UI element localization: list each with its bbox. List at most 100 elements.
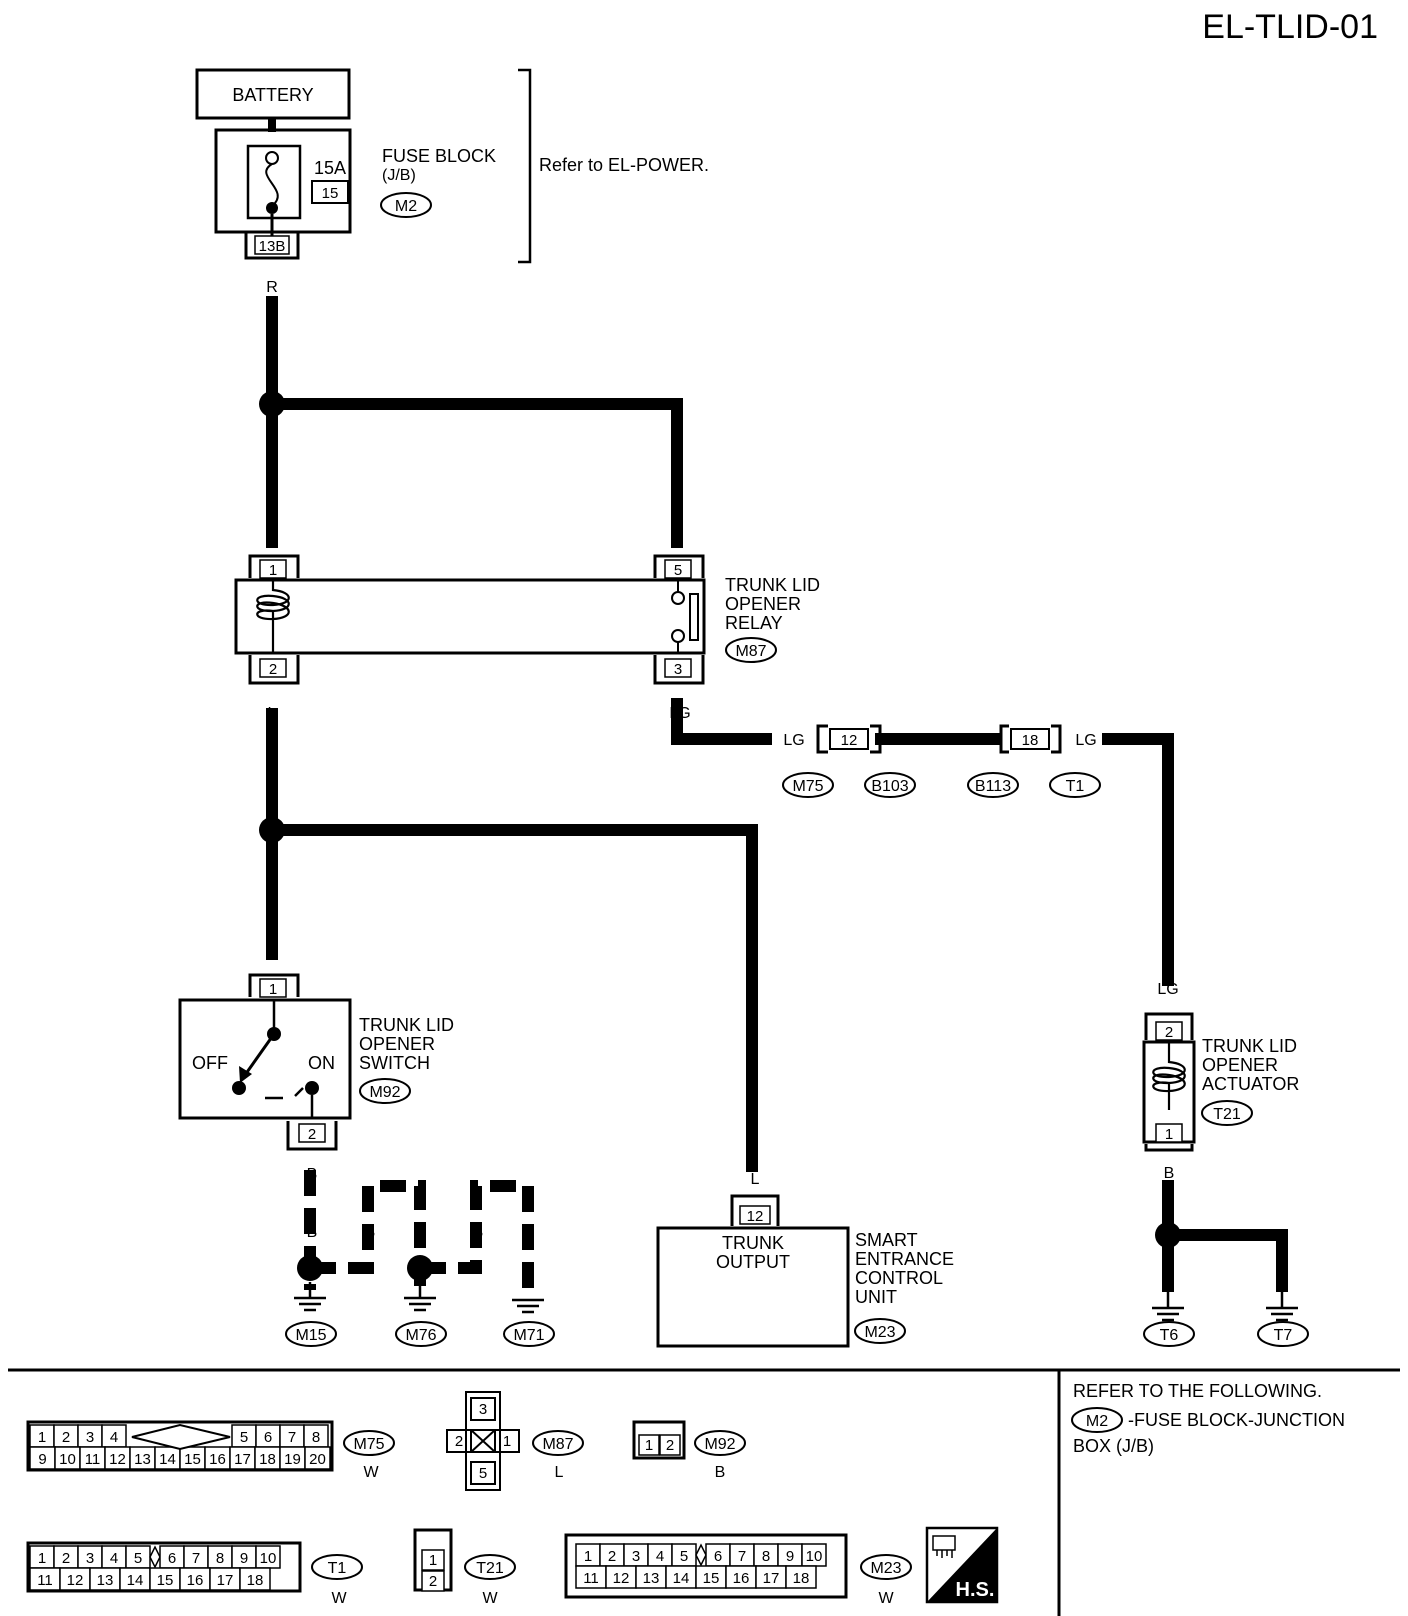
svg-text:5: 5 (479, 1465, 487, 1482)
connector-pin-number: 11 (583, 1570, 599, 1587)
fuse-block-connector-id: M2 (395, 198, 417, 215)
control-unit-pin: 12 (747, 1208, 764, 1225)
connector-pin-number: 11 (37, 1572, 53, 1589)
control-unit-label-1: SMART (855, 1230, 918, 1250)
connector-key-icon (695, 1543, 707, 1567)
wire-color-lg-3: LG (891, 732, 912, 749)
control-unit-pin-box (739, 1205, 771, 1225)
switch-lever (243, 1033, 276, 1076)
connector-oval-b103 (864, 772, 916, 798)
ground-oval-m15 (285, 1321, 337, 1347)
connector-pin-number: 5 (680, 1548, 688, 1565)
switch-lever-arrow (239, 1066, 252, 1083)
wire-color-r-3: R (671, 519, 683, 536)
connector-pin-cell (239, 1567, 271, 1591)
ground-id-m15: M15 (295, 1327, 326, 1344)
wire-color-b-9: B (1278, 1273, 1289, 1290)
wire-color-l-2: L (268, 940, 277, 957)
connector-view-color-t1: W (331, 1590, 347, 1607)
connector-pin-number: 11 (85, 1451, 101, 1468)
ground-symbol-m71 (512, 1298, 544, 1314)
connector-pin-number: 12 (613, 1570, 630, 1587)
actuator-pin-1: 1 (1165, 1126, 1173, 1143)
actuator-label-1: TRUNK LID (1202, 1036, 1297, 1056)
connector-view-oval-m75 (343, 1430, 395, 1456)
ground-symbol-m76 (404, 1282, 436, 1312)
connector-view-oval-t1 (311, 1554, 363, 1580)
connector-view-m87: 3 2 1 5 (446, 1391, 520, 1491)
ground-id-m76: M76 (405, 1327, 436, 1344)
relay-connector-oval (725, 637, 777, 663)
connector-view-oval-m87 (532, 1430, 584, 1456)
relay-label-3: RELAY (725, 613, 783, 633)
fuse-terminal-top (265, 151, 279, 165)
connector-pin-cell (304, 1446, 331, 1470)
fuse-number: 15 (322, 185, 339, 202)
connector-view-id-t1: T1 (328, 1560, 347, 1577)
connector-view-color-m75: W (363, 1464, 379, 1481)
connector-view-id-m23: M23 (870, 1560, 901, 1577)
connector-pin-number: 6 (714, 1548, 722, 1565)
wire-color-b-3: B (365, 1224, 376, 1241)
connector-pin-number: 17 (234, 1451, 251, 1468)
wire-color-b-5: B (473, 1224, 484, 1241)
relay-switch-blade (689, 593, 699, 641)
power-reference-bracket (518, 68, 532, 264)
connector-pin-number: 1 (584, 1548, 592, 1565)
connector-pin-number: 1 (38, 1429, 46, 1446)
connector-pin-number: 2 (608, 1548, 616, 1565)
wire-inline-t1-to-actuator (1102, 733, 1174, 986)
wire-ground-jumper-2 (420, 1180, 534, 1300)
connector-pin-cell (785, 1565, 817, 1589)
connector-pin-number: 7 (738, 1548, 746, 1565)
actuator-connector-oval (1201, 1100, 1253, 1126)
relay-pin-5: 5 (674, 562, 682, 579)
connector-view-color-t21: W (482, 1590, 498, 1607)
control-unit-connector-oval (854, 1318, 906, 1344)
fuse-block-label-jb: (J/B) (382, 167, 416, 184)
control-unit-inner-label-1: TRUNK (722, 1233, 784, 1253)
connector-view-id-m92: M92 (704, 1436, 735, 1453)
connector-id-b103: B103 (871, 778, 908, 795)
fuse-terminal-bottom (266, 202, 278, 214)
switch-pin-2-box (298, 1123, 326, 1143)
wire-color-b-7: B (1164, 1165, 1175, 1182)
battery-label: BATTERY (232, 85, 313, 105)
connector-pin-number: 8 (216, 1550, 224, 1567)
inline-connector-t1-pin: 18 (1022, 732, 1039, 749)
connector-view-oval-t21 (464, 1554, 516, 1580)
inline-connector-t1-box (1010, 728, 1050, 750)
connector-pin-number: 16 (733, 1570, 750, 1587)
fuse-rating: 15A (314, 158, 346, 178)
connector-pin-number: 15 (184, 1451, 201, 1468)
svg-text:1: 1 (645, 1437, 653, 1454)
connector-pin-number: 9 (240, 1550, 248, 1567)
connector-pin-number: 19 (284, 1451, 301, 1468)
connector-pin-number: 20 (309, 1451, 326, 1468)
connector-pin-number: 16 (187, 1572, 204, 1589)
harness-symbol-icon: H.S. (925, 1526, 999, 1604)
switch-pin-2: 2 (308, 1126, 316, 1143)
connector-pin-number: 6 (264, 1429, 272, 1446)
battery-box (195, 68, 351, 120)
wires (266, 296, 1288, 1292)
svg-text:1: 1 (429, 1552, 437, 1569)
actuator-connector-id: T21 (1213, 1106, 1241, 1123)
connector-pin-number: 4 (110, 1429, 118, 1446)
actuator-pin-2: 2 (1165, 1024, 1173, 1041)
ground-oval-m76 (395, 1321, 447, 1347)
splice-points (259, 391, 1181, 1281)
connector-view-color-m87: L (555, 1464, 564, 1481)
switch-pin-1: 1 (269, 981, 277, 998)
connector-pin-number: 10 (260, 1550, 277, 1567)
relay-switch-contact-top (671, 591, 685, 605)
connector-pin-number: 9 (786, 1548, 794, 1565)
connector-pin-number: 18 (247, 1572, 264, 1589)
relay-pin-1-box (259, 559, 287, 579)
switch-label-1: TRUNK LID (359, 1015, 454, 1035)
switch-connector-id: M92 (369, 1084, 400, 1101)
connector-key-shape (131, 1423, 231, 1451)
connector-id-m75: M75 (792, 778, 823, 795)
wire-branch-to-relay-switch (272, 398, 683, 548)
